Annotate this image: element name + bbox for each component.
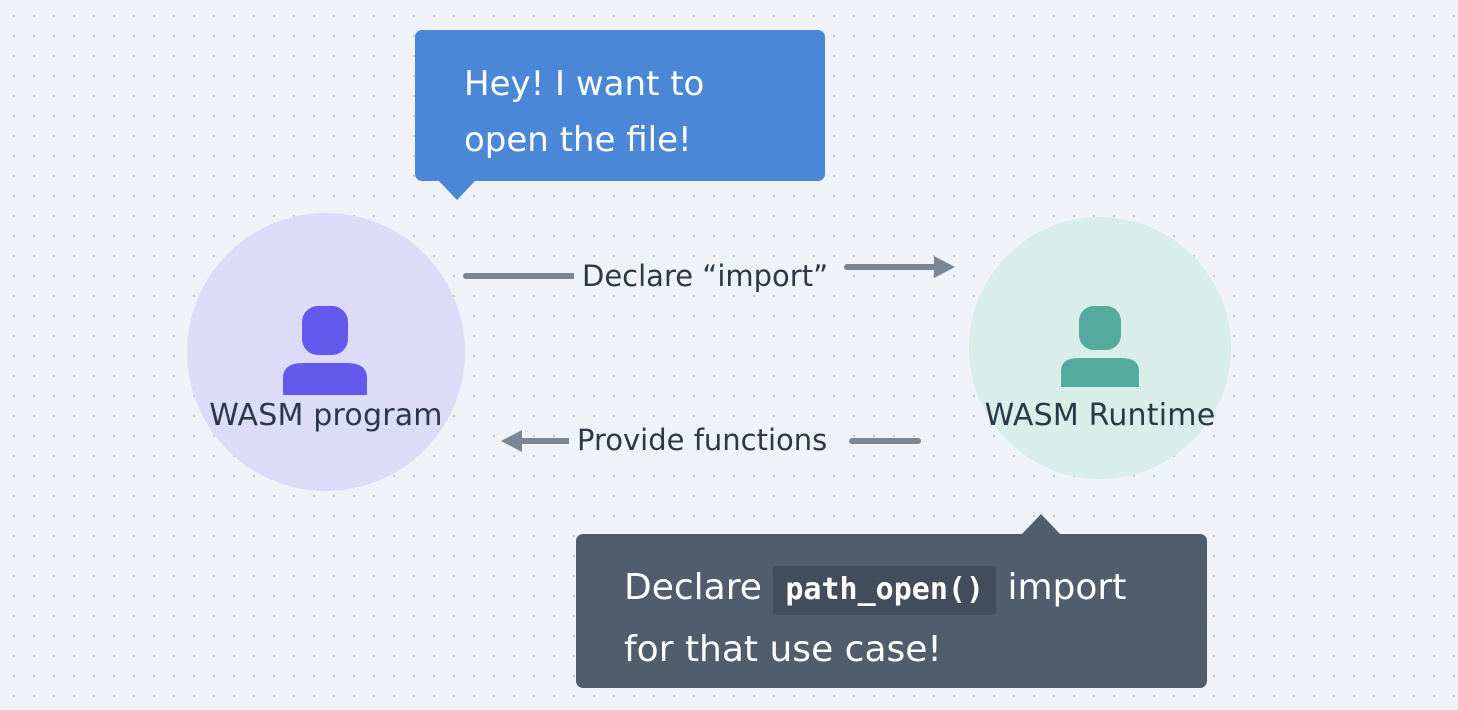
bubble-bottom-line1: Declare path_open() import bbox=[624, 558, 1207, 620]
provide-functions-label: Provide functions bbox=[569, 423, 836, 457]
bubble-top-line1: Hey! I want to bbox=[464, 64, 705, 104]
person-icon bbox=[283, 306, 367, 395]
provide-arrowhead bbox=[501, 430, 522, 452]
bubble-top-tail bbox=[439, 181, 475, 200]
wasm-program-label: WASM program bbox=[209, 398, 443, 433]
wasm-runtime-label: WASM Runtime bbox=[984, 398, 1216, 433]
bubble-bottom-line2: for that use case! bbox=[624, 629, 942, 670]
bubble-bottom-prefix: Declare bbox=[624, 567, 762, 608]
path-open-code: path_open() bbox=[773, 566, 997, 615]
bubble-bottom-suffix: import bbox=[1007, 567, 1127, 608]
runtime-speech-bubble: Declare path_open() import for that use … bbox=[576, 514, 1207, 688]
bubble-bottom-tail bbox=[1022, 514, 1060, 534]
declare-import-label: Declare “import” bbox=[574, 259, 837, 293]
program-speech-bubble: Hey! I want to open the file! bbox=[415, 30, 825, 200]
declare-arrowhead bbox=[934, 256, 955, 278]
person-icon bbox=[1061, 306, 1139, 387]
bubble-top-line2: open the file! bbox=[464, 120, 692, 160]
